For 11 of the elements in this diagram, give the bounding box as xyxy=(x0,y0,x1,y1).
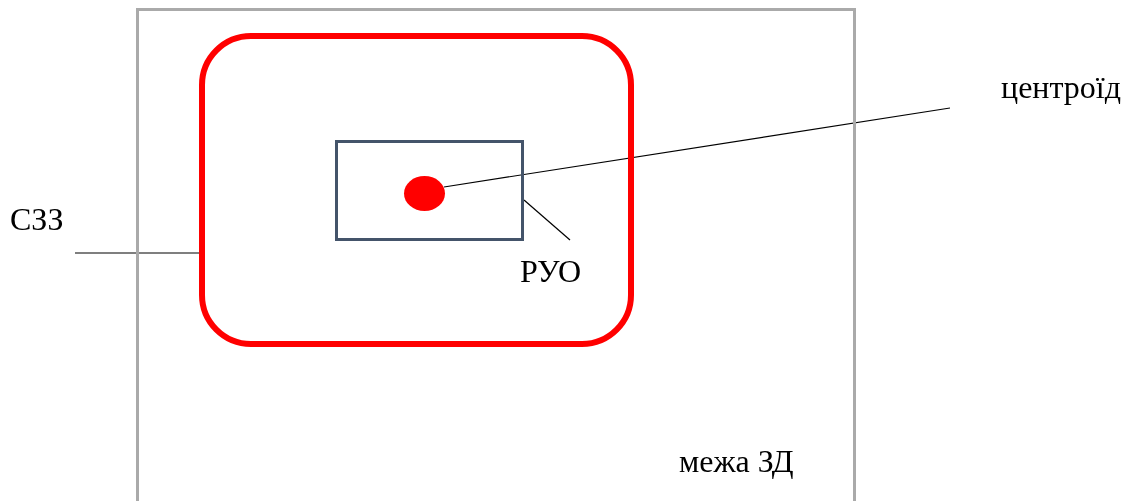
leader-line xyxy=(523,199,571,241)
zone-boundary xyxy=(136,8,856,501)
leader-line xyxy=(74,252,200,254)
label-text: межа ЗД xyxy=(679,445,794,477)
facility-rectangle xyxy=(335,140,524,241)
label-text: РУО xyxy=(520,255,582,287)
label-text: центроїд xyxy=(1001,71,1121,103)
leader-line xyxy=(443,107,951,188)
label-text: СЗЗ xyxy=(10,203,64,235)
protection-zone-outline xyxy=(199,33,634,347)
centroid-dot xyxy=(404,176,445,211)
